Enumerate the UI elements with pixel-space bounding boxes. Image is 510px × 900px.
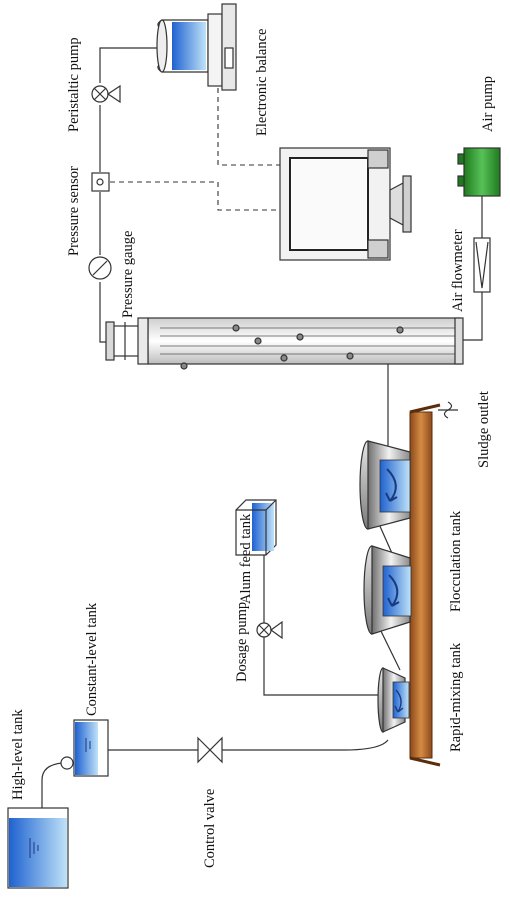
label-peristaltic-pump: Peristaltic pump [66,37,82,132]
label-high-level-tank: High-level tank [10,709,26,800]
sludge-outlet-valve [438,401,458,419]
label-sludge-outlet: Sludge outlet [476,391,492,468]
pressure-sensor-symbol [91,172,110,192]
pressure-gauge-symbol [88,256,112,280]
label-constant-level-tank: Constant-level tank [84,602,100,716]
signal-lines [110,88,284,211]
label-air-pump: Air pump [480,76,496,132]
control-valve-symbol [197,736,223,764]
air-pump [457,147,501,197]
label-rapid-mixing-tank: Rapid-mixing tank [448,642,464,752]
alum-feed-tank [235,499,277,556]
label-flocculation-tank: Flocculation tank [448,510,464,612]
electronic-balance [156,3,237,91]
label-dosage-pump: Dosage pump [234,602,250,682]
tank-base-platform [409,403,441,767]
label-alum-feed-tank: Alum feed tank [238,513,254,604]
air-flowmeter-symbol [473,237,491,293]
peristaltic-pump-symbol [91,84,121,104]
label-pressure-sensor: Pressure sensor [66,166,82,256]
dosage-pump-symbol [256,620,283,640]
flocculation-tank-1 [363,545,412,635]
labels: High-level tank Constant-level tank Cont… [10,29,496,868]
label-air-flowmeter: Air flowmeter [450,229,466,312]
label-control-valve: Control valve [202,789,218,868]
treatment-column [105,317,464,370]
rapid-mixing-tank [377,667,410,733]
computer-monitor [279,147,412,261]
high-level-tank [7,807,69,889]
label-electronic-balance: Electronic balance [254,29,270,136]
constant-level-tank [60,719,109,777]
label-pressure-gauge: Pressure gauge [120,231,136,318]
flocculation-tank-2 [359,440,411,530]
